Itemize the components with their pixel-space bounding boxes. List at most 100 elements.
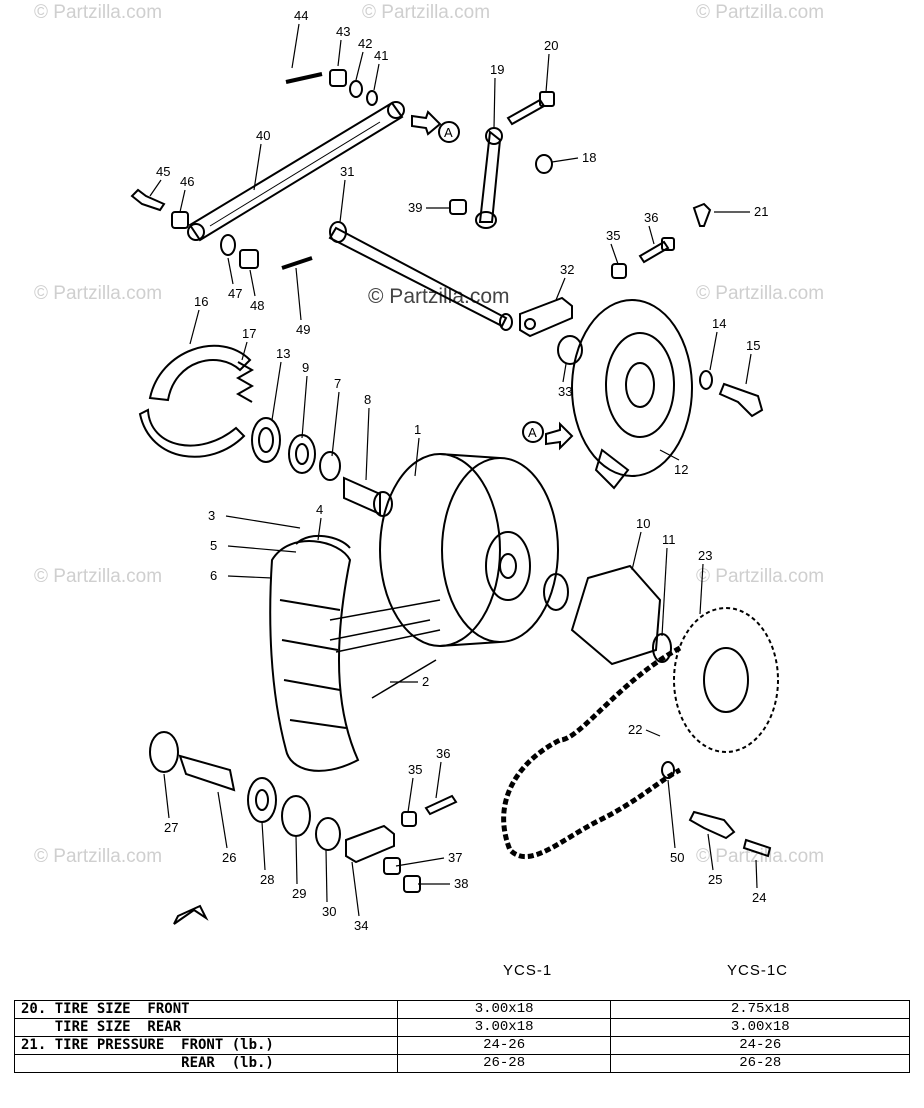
leader-line [373,63,380,91]
washer-47 [220,234,236,256]
sprocket-23 [673,607,779,753]
watermark-bottom-left: © Partzilla.com [34,846,163,867]
bolt-36-bottom [424,794,458,816]
callout-40: 40 [256,128,270,143]
arrow-a-mid [522,421,574,451]
callout-26: 26 [222,850,236,865]
collar-33 [557,335,583,365]
rear-wheel-exploded-diagram: 1234567891011121314151617181920212223242… [130,8,779,933]
bolt-45 [130,188,166,212]
oring-27 [149,731,179,773]
callout-2: 2 [422,674,429,689]
table-row: TIRE SIZE REAR 3.00x18 3.00x18 [14,1018,910,1037]
callout-14: 14 [712,316,726,331]
brake-shoes [138,344,252,458]
leader-line [331,391,340,457]
arrow-a-top [411,110,460,143]
front-arrow [173,904,209,925]
column-header-ycs-1c: YCS-1C [727,962,789,979]
callout-7: 7 [334,376,341,391]
arrow-label-a: A [444,125,453,140]
leader-line [707,833,714,871]
leader-line [699,563,704,615]
callout-24: 24 [752,890,766,905]
leader-line [551,157,579,163]
callout-43: 43 [336,24,350,39]
watermark-mid-right: © Partzilla.com [696,283,825,304]
chain-joint-50 [661,761,675,779]
callout-6: 6 [210,568,217,583]
callout-21: 21 [754,204,768,219]
brake-arm [475,127,503,229]
leader-line [253,143,262,191]
leader-line [149,179,162,197]
callout-34: 34 [354,918,368,933]
bearing-28 [247,777,277,823]
leader-line [351,861,360,917]
callout-10: 10 [636,516,650,531]
value-ycs-1c: 3.00x18 [610,1018,910,1037]
callout-25: 25 [708,872,722,887]
pin-49 [281,256,313,270]
leader-line [295,267,302,321]
leader-line [545,53,550,93]
leader-line [227,575,273,579]
callout-36: 36 [436,746,450,761]
callout-17: 17 [242,326,256,341]
watermark-top-right: © Partzilla.com [696,2,825,23]
callout-35: 35 [606,228,620,243]
value-ycs-1: 26-28 [396,1054,612,1073]
value-ycs-1c: 26-28 [610,1054,910,1073]
callout-50: 50 [670,850,684,865]
callout-37: 37 [448,850,462,865]
rear-tire [269,534,360,772]
callout-20: 20 [544,38,558,53]
callout-13: 13 [276,346,290,361]
drive-chain [501,645,682,859]
leader-line [337,39,342,67]
callout-36: 36 [644,210,658,225]
bolt-20 [506,91,555,126]
row-label: REAR (lb.) [14,1054,398,1073]
leader-line [562,363,567,383]
callout-5: 5 [210,538,217,553]
leader-line [755,859,758,889]
callout-8: 8 [364,392,371,407]
leader-line [217,791,228,849]
leader-line [339,179,346,223]
washer-18 [535,154,553,174]
nut-38 [403,875,421,893]
leader-line [261,821,266,871]
bearing-9-left [288,434,316,474]
callout-33: 33 [558,384,572,399]
value-ycs-1c: 2.75x18 [610,1000,910,1019]
bolt-39 [449,199,467,215]
washer-7 [319,451,341,481]
sleeve-26 [178,754,236,792]
callout-22: 22 [628,722,642,737]
watermark-low-left: © Partzilla.com [34,566,163,587]
nut-48 [239,249,259,269]
table-row: 20. TIRE SIZE FRONT 3.00x18 2.75x18 [14,1000,910,1019]
callout-41: 41 [374,48,388,63]
spokes [329,599,441,699]
oring-14 [699,370,713,390]
arrow-label-a: A [528,425,537,440]
leader-line [189,309,200,345]
seal-13 [251,417,281,463]
callout-32: 32 [560,262,574,277]
nut-43 [329,69,347,87]
callout-47: 47 [228,286,242,301]
leader-line [435,761,442,799]
leader-line [325,849,328,903]
rear-hub [379,453,559,647]
callout-44: 44 [294,8,308,23]
callout-30: 30 [322,904,336,919]
leader-line [365,407,370,481]
callout-16: 16 [194,294,208,309]
callout-18: 18 [582,150,596,165]
leader-line [249,269,256,297]
collar-30 [315,817,341,851]
row-label: TIRE SIZE REAR [14,1018,398,1037]
nut-37 [383,857,401,875]
